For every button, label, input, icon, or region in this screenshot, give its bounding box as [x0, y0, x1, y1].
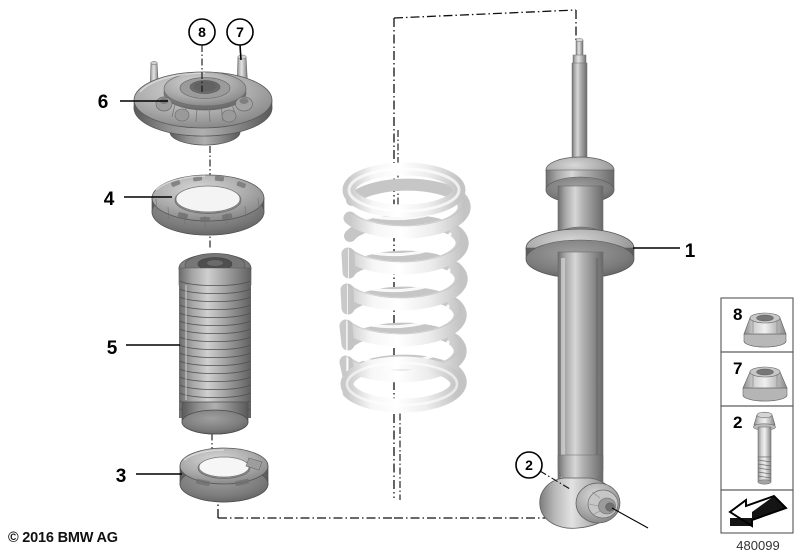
collar-nut-icon-7 [742, 366, 788, 402]
callout-circle-8: 8 [188, 18, 216, 46]
callout-circle-2: 2 [515, 451, 543, 479]
callout-leaders [120, 44, 680, 490]
reference-number: 480099 [736, 538, 780, 553]
bolt-axis [611, 507, 649, 529]
part-strut-mount [133, 54, 273, 146]
part-shock-absorber [525, 38, 635, 529]
copyright-notice: © 2016 BMW AG [8, 530, 118, 546]
part-lower-spring-pad [179, 447, 269, 503]
callout-label-1: 1 [685, 241, 696, 262]
part-upper-spring-pad [151, 174, 265, 236]
part-dust-boot [178, 253, 252, 435]
callout-label-5: 5 [107, 338, 118, 359]
callout-label-2: 2 [525, 457, 533, 473]
collar-nut-icon-8 [743, 312, 787, 348]
callout-label-8: 8 [198, 24, 206, 40]
hex-bolt-icon [753, 411, 776, 485]
callout-label-7: 7 [236, 24, 244, 40]
callout-circle-7: 7 [226, 18, 254, 46]
callout-labels: 6 4 5 3 1 8 7 2 [98, 18, 696, 487]
legend-cell-arrow[interactable] [720, 489, 794, 534]
callout-label-3: 3 [116, 466, 127, 487]
legend-label-7: 7 [733, 359, 742, 378]
legend-label-2: 2 [733, 413, 742, 432]
part-coil-spring [339, 162, 471, 413]
callout-label-6: 6 [98, 92, 109, 113]
legend-panel: 8 7 [720, 297, 794, 534]
direction-arrow-icon [728, 494, 788, 528]
legend-label-8: 8 [733, 305, 742, 324]
callout-label-4: 4 [104, 189, 115, 210]
